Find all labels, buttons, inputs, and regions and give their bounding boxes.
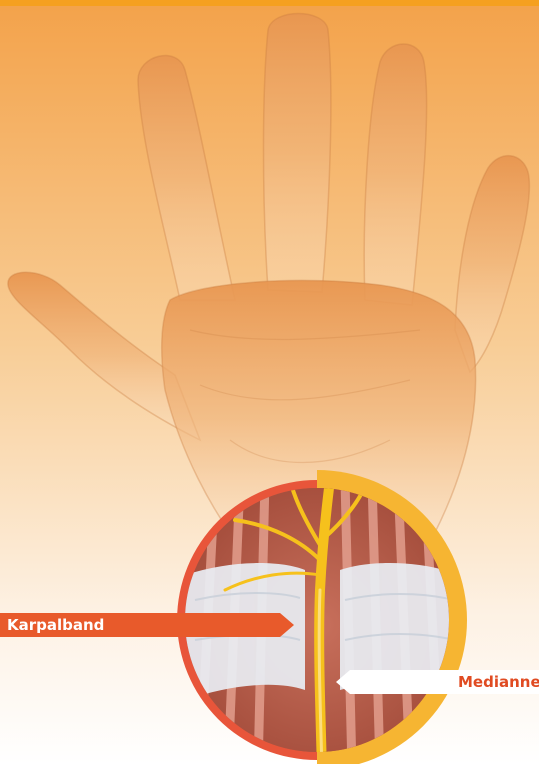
top-bar (0, 0, 539, 6)
mediannerv-label: Mediannerv (336, 670, 539, 694)
karpalband-label: Karpalband (0, 613, 294, 637)
